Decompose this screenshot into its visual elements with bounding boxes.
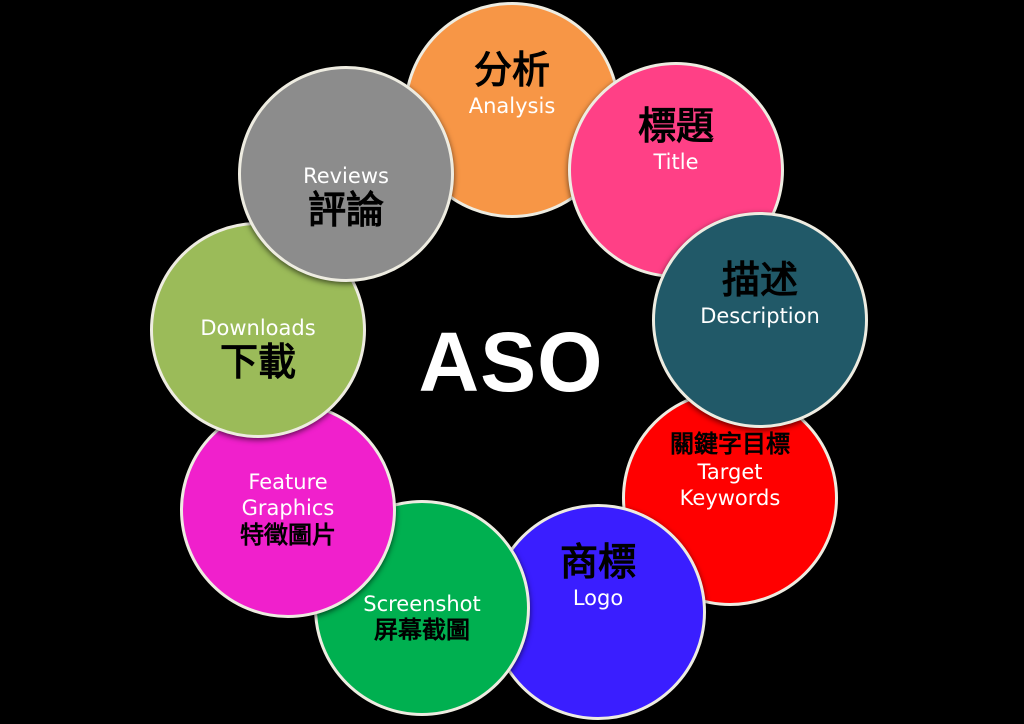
node-downloads-en: Downloads [200, 316, 316, 340]
node-description: 描述 Description [652, 212, 868, 428]
node-logo-en: Logo [572, 585, 624, 610]
node-title-zh: 標題 [637, 104, 714, 148]
node-description-zh: 描述 [721, 258, 798, 302]
node-reviews: Reviews 評論 [238, 66, 454, 282]
node-reviews-zh: 評論 [307, 188, 384, 233]
center-label-aso: ASO [418, 315, 604, 409]
node-screenshot-zh: 屏幕截圖 [374, 616, 470, 645]
node-title-en: Title [653, 149, 699, 174]
node-logo-zh: 商標 [559, 540, 636, 584]
node-analysis-zh: 分析 [473, 48, 550, 92]
node-keywords-en-line2: Keywords [679, 485, 781, 510]
node-feature-zh: 特徵圖片 [240, 520, 336, 549]
node-feature-graphics: Feature Graphics 特徵圖片 [180, 402, 396, 618]
node-feature-en-line2: Graphics [241, 496, 335, 521]
node-description-en: Description [700, 303, 820, 328]
node-feature-en-line1: Feature [248, 470, 328, 494]
node-downloads-zh: 下載 [219, 340, 296, 385]
node-analysis-en: Analysis [468, 93, 556, 118]
node-keywords-en-line1: Target [697, 459, 763, 484]
node-screenshot-en: Screenshot [363, 592, 481, 616]
node-keywords-zh: 關鍵字目標 [670, 430, 790, 458]
node-reviews-en: Reviews [303, 164, 389, 188]
